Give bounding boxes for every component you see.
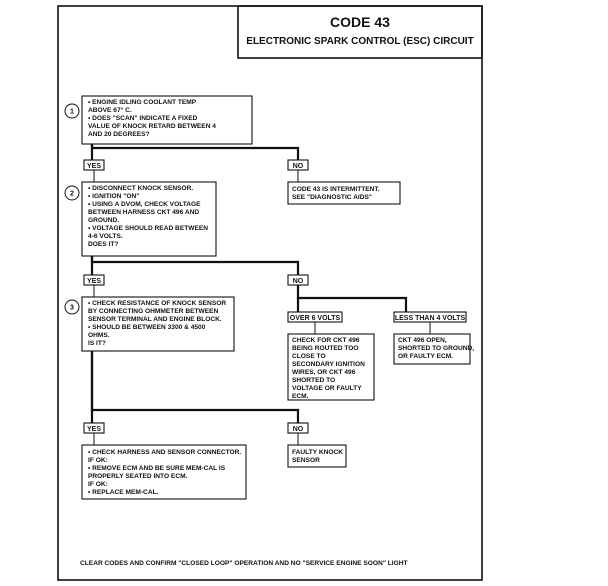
result-over6-text: CHECK FOR CKT 496 BEING ROUTED TOO CLOSE…	[292, 337, 367, 400]
page-subtitle: ELECTRONIC SPARK CONTROL (ESC) CIRCUIT	[246, 36, 473, 47]
yes-label-2: YES	[87, 278, 101, 285]
no-label-2: NO	[293, 278, 304, 285]
step-1-text: • ENGINE IDLING COOLANT TEMP ABOVE 67° C…	[88, 99, 218, 138]
connector-2	[90, 256, 300, 275]
result-less4-text: CKT 496 OPEN, SHORTED TO GROUND, OR FAUL…	[398, 337, 476, 360]
result-faulty-box	[287, 444, 347, 468]
result-intermittent-box	[287, 181, 401, 205]
result-harness-box	[81, 444, 247, 500]
step-2-number: 2	[70, 191, 74, 198]
title-block	[237, 5, 483, 59]
step-3-circle	[64, 299, 80, 315]
page-title: CODE 43	[330, 14, 390, 30]
yes-label-3: YES	[87, 426, 101, 433]
connector-no2-split	[296, 285, 408, 312]
yes-label-1: YES	[87, 163, 101, 170]
result-harness-text: • CHECK HARNESS AND SENSOR CONNECTOR. IF…	[88, 449, 243, 496]
step-1-circle	[64, 103, 80, 119]
connector-1	[90, 144, 300, 160]
result-over6-box	[287, 333, 375, 401]
connector-3	[90, 351, 300, 423]
step-1-number: 1	[70, 109, 74, 116]
step-3-text: • CHECK RESISTANCE OF KNOCK SENSOR BY CO…	[88, 300, 228, 347]
step-3-box	[81, 296, 235, 352]
result-faulty-text: FAULTY KNOCK SENSOR	[292, 449, 345, 464]
step-2-box	[81, 181, 217, 257]
footer-note: CLEAR CODES AND CONFIRM "CLOSED LOOP" OP…	[80, 560, 408, 567]
step-3-number: 3	[70, 305, 74, 312]
step-2-text: • DISCONNECT KNOCK SENSOR. • IGNITION "O…	[88, 185, 210, 248]
result-intermittent-text: CODE 43 IS INTERMITTENT. SEE "DIAGNOSTIC…	[292, 186, 381, 201]
no-label-3: NO	[293, 426, 304, 433]
step-2-circle	[64, 185, 80, 201]
result-less4-box	[393, 333, 471, 365]
no-label-1: NO	[293, 163, 304, 170]
step-1-box	[81, 95, 253, 145]
over6-label: OVER 6 VOLTS	[290, 315, 341, 322]
less4-label: LESS THAN 4 VOLTS	[395, 315, 466, 322]
